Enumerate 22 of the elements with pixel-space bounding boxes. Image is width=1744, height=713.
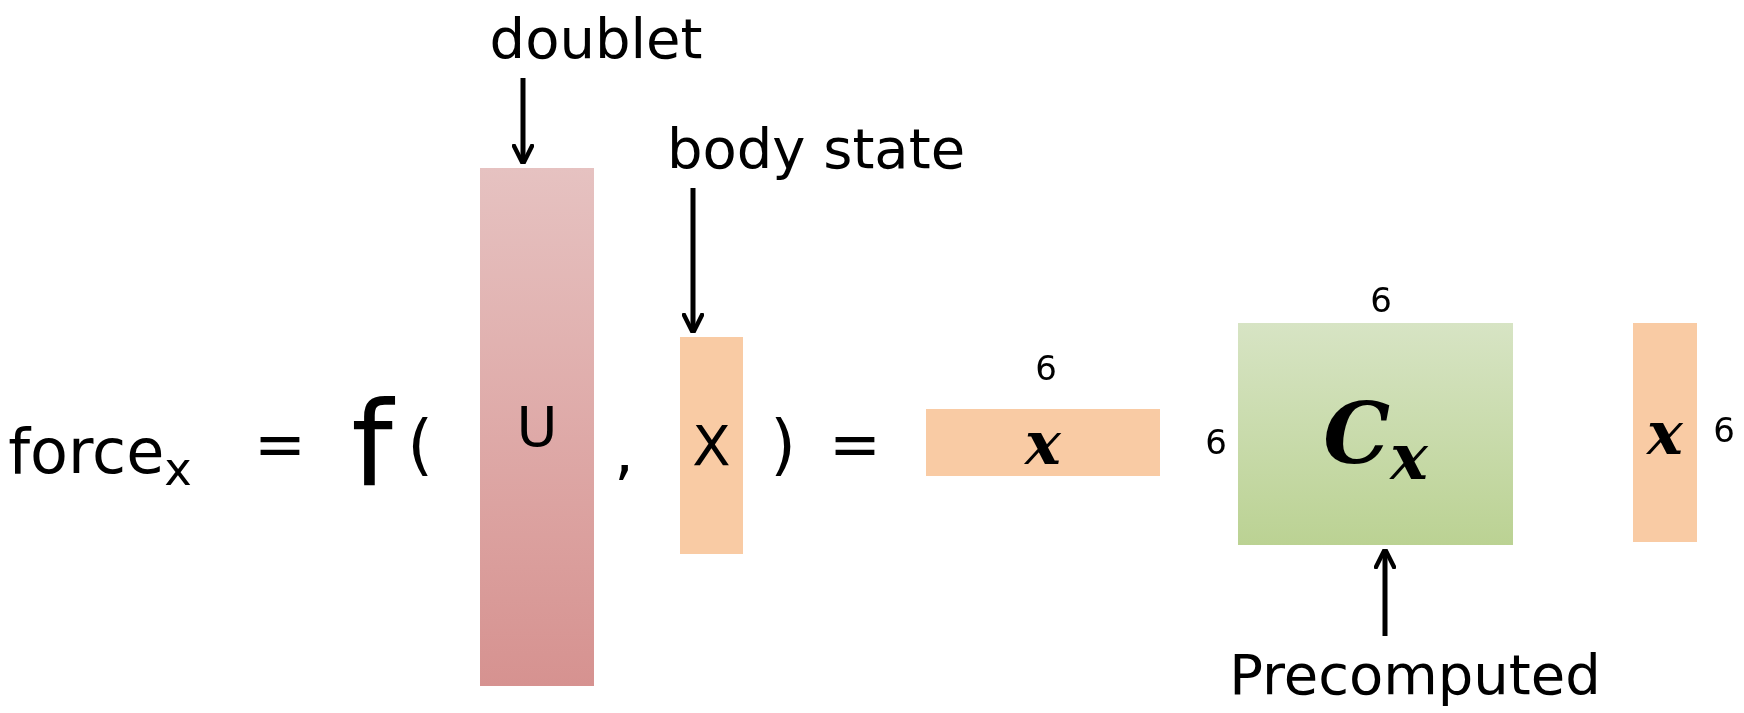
comma: ,: [614, 421, 634, 483]
parenthesis: ): [770, 412, 796, 478]
arrow: [1372, 546, 1398, 636]
dimension-label: 6: [1035, 351, 1057, 385]
matrix-block: x: [926, 409, 1160, 476]
equals-sign: =: [254, 414, 306, 476]
dimension-label: 6: [1205, 425, 1227, 459]
annotation-label: Precomputed: [1208, 642, 1622, 708]
arrow: [510, 78, 536, 167]
annotation-label: doublet: [478, 6, 714, 72]
matrix-block: U: [480, 168, 594, 686]
matrix-block: x: [1633, 323, 1697, 542]
dimension-label: 6: [1713, 413, 1735, 447]
function-symbol: f: [351, 386, 393, 504]
matrix-block: C$_{x}$: [1238, 323, 1513, 545]
formula-text: force$_{x}$: [8, 421, 192, 483]
arrow: [680, 188, 706, 336]
annotation-label: body state: [648, 116, 984, 182]
equals-sign: =: [829, 414, 881, 476]
dimension-label: 6: [1370, 283, 1392, 317]
matrix-block: X: [680, 337, 743, 554]
parenthesis: (: [407, 412, 433, 478]
